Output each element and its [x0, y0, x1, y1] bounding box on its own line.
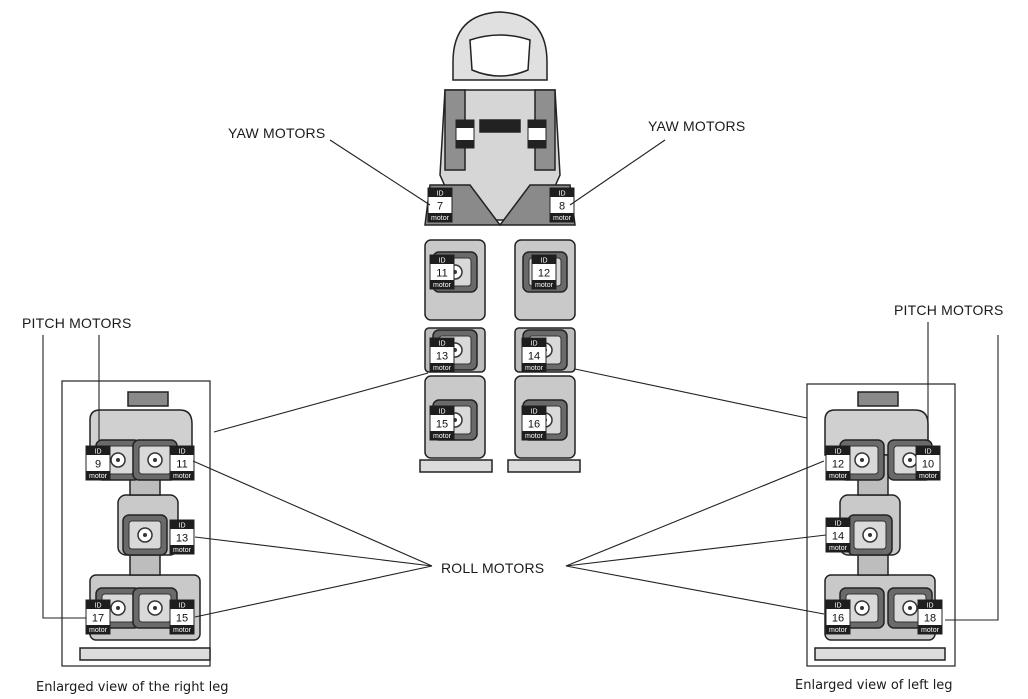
motor-id-number: 13 [176, 533, 188, 545]
tag-id-text: ID [439, 258, 446, 265]
tag-motor-text: motor [535, 282, 554, 289]
leader-line-roll [565, 460, 825, 567]
motor-id-number: 16 [528, 419, 540, 431]
tag-id-text: ID [439, 341, 446, 348]
leader-line-zoom-left [574, 368, 808, 419]
motor-id-number: 14 [528, 351, 540, 363]
leader-line-roll [565, 565, 825, 615]
motor-id-number: 15 [436, 419, 448, 431]
motor-id-number: 12 [832, 459, 844, 471]
caption-right-leg: Enlarged view of the right leg [36, 680, 229, 695]
motor-id-tag: ID 11 motor [169, 445, 195, 481]
motor-id-number: 12 [538, 268, 550, 280]
tag-id-text: ID [179, 523, 186, 530]
motor-id-tag: ID 13 motor [429, 337, 455, 373]
tag-id-text: ID [95, 603, 102, 610]
leader-line-roll [194, 565, 433, 618]
tag-motor-text: motor [919, 473, 938, 480]
tag-motor-text: motor [173, 473, 192, 480]
shoulder-tag-right [527, 119, 547, 149]
motor-id-tag: ID 18 motor [917, 599, 943, 635]
leader-line-zoom-right [213, 372, 429, 433]
tag-id-text: ID [437, 191, 444, 198]
left-leg-frame [806, 383, 956, 667]
leader-line-pitch [945, 335, 999, 621]
pitch-motors-label-left: PITCH MOTORS [22, 315, 132, 331]
motor-id-tag: ID 12 motor [825, 445, 851, 481]
tag-id-text: ID [531, 409, 538, 416]
motor-id-tag: ID 7 motor [427, 187, 453, 223]
right-leg-frame [61, 380, 211, 667]
servo-icon [847, 514, 893, 556]
leader-line-yaw-right [569, 139, 666, 206]
servo-icon [122, 514, 168, 556]
tag-motor-text: motor [433, 365, 452, 372]
motor-id-number: 8 [559, 201, 565, 213]
motor-id-tag: ID 14 motor [521, 337, 547, 373]
tag-id-text: ID [541, 258, 548, 265]
motor-id-tag: ID 15 motor [169, 599, 195, 635]
leader-lines [42, 139, 999, 621]
tag-id-text: ID [95, 449, 102, 456]
roll-motors-label: ROLL MOTORS [441, 560, 545, 576]
leader-line-roll [192, 460, 433, 567]
pitch-motors-label-right: PITCH MOTORS [894, 302, 1004, 318]
motor-id-number: 14 [832, 531, 844, 543]
motor-id-number: 17 [92, 613, 104, 625]
motor-id-tag: ID 15 motor [429, 405, 455, 441]
yaw-motors-label-left: YAW MOTORS [228, 125, 326, 141]
motor-id-tag: ID 9 motor [85, 445, 111, 481]
tag-id-text: ID [531, 341, 538, 348]
motor-id-number: 7 [437, 201, 443, 213]
motor-id-tag: ID 14 motor [825, 517, 851, 553]
motor-id-tag: ID 11 motor [429, 254, 455, 290]
leader-line-yaw-left [329, 139, 431, 206]
leader-line-pitch [42, 335, 86, 619]
tag-id-text: ID [835, 449, 842, 456]
motor-id-number: 9 [95, 459, 101, 471]
tag-motor-text: motor [829, 545, 848, 552]
tag-id-text: ID [179, 449, 186, 456]
leader-line-roll [194, 536, 433, 567]
tag-motor-text: motor [829, 473, 848, 480]
tag-motor-text: motor [431, 215, 450, 222]
motor-id-number: 15 [176, 613, 188, 625]
motor-id-tag: ID 13 motor [169, 519, 195, 555]
tag-motor-text: motor [89, 627, 108, 634]
motor-id-tag: ID 17 motor [85, 599, 111, 635]
motor-id-tag: ID 12 motor [531, 254, 557, 290]
tag-motor-text: motor [525, 433, 544, 440]
tag-motor-text: motor [433, 282, 452, 289]
tag-id-text: ID [559, 191, 566, 198]
tag-id-text: ID [439, 409, 446, 416]
tag-motor-text: motor [829, 627, 848, 634]
tag-motor-text: motor [553, 215, 572, 222]
caption-left-leg: Enlarged view of left leg [795, 678, 953, 693]
shoulder-tag-left [455, 119, 475, 149]
tag-motor-text: motor [921, 627, 940, 634]
tag-id-text: ID [925, 449, 932, 456]
motor-id-number: 13 [436, 351, 448, 363]
motor-id-number: 16 [832, 613, 844, 625]
motor-id-number: 18 [924, 613, 936, 625]
leader-line-roll [565, 534, 827, 567]
tag-id-text: ID [179, 603, 186, 610]
tag-motor-text: motor [173, 547, 192, 554]
yaw-motors-label-right: YAW MOTORS [648, 118, 746, 134]
motor-id-tag: ID 16 motor [521, 405, 547, 441]
tag-motor-text: motor [173, 627, 192, 634]
tag-motor-text: motor [433, 433, 452, 440]
tag-id-text: ID [835, 521, 842, 528]
motor-id-tag: ID 10 motor [915, 445, 941, 481]
tag-id-text: ID [927, 603, 934, 610]
tag-motor-text: motor [525, 365, 544, 372]
tag-motor-text: motor [89, 473, 108, 480]
motor-id-tag: ID 16 motor [825, 599, 851, 635]
motor-id-number: 11 [176, 459, 187, 471]
motor-id-number: 10 [922, 459, 934, 471]
motor-id-number: 11 [436, 268, 447, 280]
tag-id-text: ID [835, 603, 842, 610]
